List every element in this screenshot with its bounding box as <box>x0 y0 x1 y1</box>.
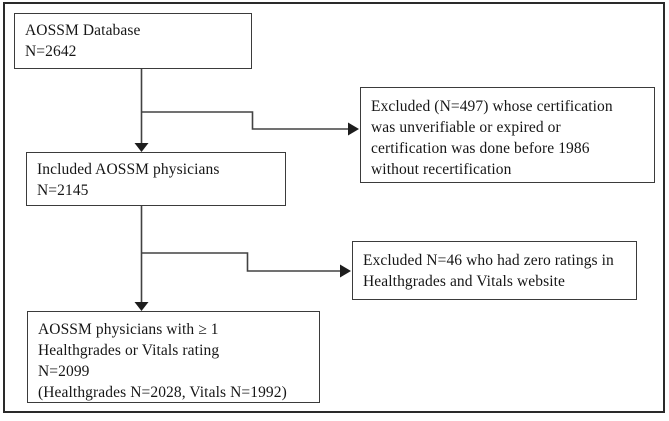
figure-outer-border <box>3 2 665 413</box>
box-excluded-cert-line: was unverifiable or expired or <box>371 119 561 136</box>
box-database-line: AOSSM Database <box>25 22 141 39</box>
box-database: AOSSM Database N=2642 <box>14 13 252 69</box>
box-database-line: N=2642 <box>25 43 77 60</box>
box-included-physicians: Included AOSSM physicians N=2145 <box>26 152 286 206</box>
box-excluded-certification: Excluded (N=497) whose certification was… <box>360 87 655 183</box>
box-excluded-cert-line: certification was done before 1986 <box>371 140 590 157</box>
box-excluded-cert-line: Excluded (N=497) whose certification <box>371 98 613 115</box>
box-final-line: (Healthgrades N=2028, Vitals N=1992) <box>38 384 287 401</box>
box-excluded-zero-line: Excluded N=46 who had zero ratings in <box>363 252 614 269</box>
box-final-line: AOSSM physicians with ≥ 1 <box>38 321 219 338</box>
box-excluded-zero-line: Healthgrades and Vitals website <box>363 273 566 290</box>
box-excluded-cert-line: without recertification <box>371 161 512 178</box>
box-excluded-zero-ratings: Excluded N=46 who had zero ratings in He… <box>352 241 637 300</box>
box-included-line: N=2145 <box>37 182 89 199</box>
box-final-line: N=2099 <box>38 363 90 380</box>
box-final-cohort: AOSSM physicians with ≥ 1 Healthgrades o… <box>27 311 320 403</box>
box-final-line: Healthgrades or Vitals rating <box>38 342 220 359</box>
box-included-line: Included AOSSM physicians <box>37 161 220 178</box>
